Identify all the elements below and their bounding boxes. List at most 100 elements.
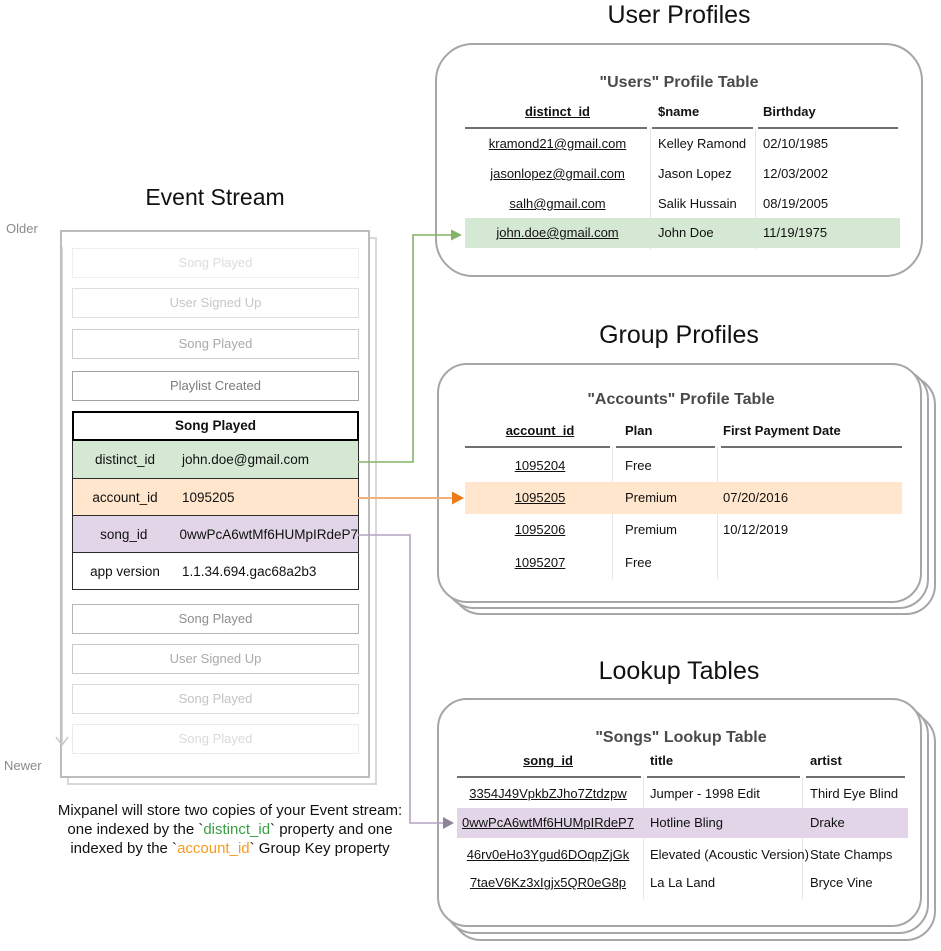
header-divider (465, 446, 610, 448)
column-header-song-id: song_id (523, 753, 573, 768)
caption-line3-pre: indexed by the ` (70, 840, 178, 857)
column-header-first-payment-date: First Payment Date (723, 423, 841, 438)
event-stream-container: Song Played User Signed Up Song Played P… (60, 230, 370, 778)
header-divider (652, 127, 753, 129)
property-key: app version (90, 563, 160, 579)
cell-artist: Third Eye Blind (810, 786, 899, 801)
property-key: distinct_id (94, 452, 156, 467)
column-header-birthday: Birthday (763, 104, 816, 119)
cell-plan: Free (625, 555, 652, 570)
accounts-table-title: "Accounts" Profile Table (587, 391, 775, 408)
cell-first-payment-date: 07/20/2016 (723, 490, 789, 505)
caption-line3-post: ` Group Key property (249, 840, 390, 857)
header-divider (647, 776, 800, 778)
cell-title: Hotline Bling (650, 815, 723, 830)
column-header-account-id: account_id (505, 423, 575, 438)
column-divider (643, 777, 644, 899)
cell-artist: State Champs (810, 847, 893, 862)
column-header-plan: Plan (625, 423, 653, 438)
header-divider (465, 127, 647, 129)
header-divider (721, 446, 902, 448)
cell-distinct-id: salh@gmail.com (509, 196, 606, 211)
table-row-highlighted: 1095205 Premium 07/20/2016 (465, 482, 902, 514)
lookup-tables-section-title: Lookup Tables (598, 657, 760, 685)
songs-table-title: "Songs" Lookup Table (595, 729, 767, 746)
table-row: jasonlopez@gmail.com Jason Lopez 12/03/2… (465, 159, 900, 189)
event-property-row-distinct-id: distinct_id john.doe@gmail.com (72, 441, 359, 479)
cell-title: La La Land (650, 875, 716, 890)
cell-song-id: 3354J49VpkbZJho7Ztdzpw (469, 786, 627, 801)
table-row: 1095207 Free (465, 547, 902, 579)
cell-name: John Doe (658, 225, 714, 240)
cell-plan: Free (625, 458, 652, 473)
caption-line1: Mixpanel will store two copies of your E… (57, 802, 403, 819)
table-row: 7taeV6Kz3xIgjx5QR0eG8p La La Land Bryce … (457, 868, 908, 898)
cell-plan: Premium (625, 490, 678, 505)
cell-distinct-id: john.doe@gmail.com (496, 225, 619, 240)
cell-song-id: 46rv0eHo3Ygud6DOqpZjGk (466, 847, 630, 862)
property-key: account_id (92, 489, 158, 505)
expanded-event-title: Song Played (72, 411, 359, 441)
cell-account-id: 1095204 (514, 458, 566, 473)
table-row: kramond21@gmail.com Kelley Ramond 02/10/… (465, 129, 900, 159)
cell-distinct-id: jasonlopez@gmail.com (490, 166, 625, 181)
event-box: Song Played (72, 684, 359, 714)
footer-caption: Mixpanel will store two copies of your E… (20, 801, 440, 858)
users-table-header: distinct_id $name Birthday (465, 101, 900, 123)
cell-plan: Premium (625, 522, 678, 537)
cell-song-id: 0wwPcA6wtMf6HUMpIRdeP7 (462, 815, 634, 830)
group-profiles-section-title: Group Profiles (599, 321, 759, 349)
caption-account-id-code: account_id (177, 840, 250, 857)
event-property-row-account-id: account_id 1095205 (72, 479, 359, 516)
event-stream-title: Event Stream (145, 184, 285, 210)
column-header-name: $name (658, 104, 700, 119)
table-row: 1095204 Free (465, 450, 902, 482)
cell-name: Kelley Ramond (658, 136, 747, 151)
cell-song-id: 7taeV6Kz3xIgjx5QR0eG8p (469, 875, 627, 890)
cell-birthday: 11/19/1975 (763, 225, 828, 240)
cell-account-id: 1095207 (514, 555, 566, 570)
event-box: User Signed Up (72, 288, 359, 318)
cell-title: Jumper - 1998 Edit (650, 786, 760, 801)
column-header-artist: artist (810, 753, 842, 768)
property-value: 1095205 (182, 489, 235, 505)
property-value: john.doe@gmail.com (182, 452, 310, 467)
table-row-highlighted: john.doe@gmail.com John Doe 11/19/1975 (465, 218, 900, 248)
cell-account-id: 1095206 (514, 522, 566, 537)
event-property-row-song-id: song_id 0wwPcA6wtMf6HUMpIRdeP7 (72, 516, 359, 553)
table-row-highlighted: 0wwPcA6wtMf6HUMpIRdeP7 Hotline Bling Dra… (457, 808, 908, 838)
column-divider (802, 777, 803, 899)
event-box: Playlist Created (72, 371, 359, 401)
event-box: User Signed Up (72, 644, 359, 674)
header-divider (457, 776, 641, 778)
table-row: 46rv0eHo3Ygud6DOqpZjGk Elevated (Acousti… (457, 840, 908, 870)
header-divider (806, 776, 905, 778)
table-row: salh@gmail.com Salik Hussain 08/19/2005 (465, 189, 900, 219)
event-box: Song Played (72, 329, 359, 359)
column-divider (650, 128, 651, 250)
accounts-table-header: account_id Plan First Payment Date (465, 420, 902, 442)
header-divider (616, 446, 715, 448)
column-divider (755, 128, 756, 250)
cell-birthday: 02/10/1985 (763, 136, 829, 151)
cell-distinct-id: kramond21@gmail.com (488, 136, 627, 151)
property-value: 1.1.34.694.gac68a2b3 (182, 563, 317, 579)
cell-artist: Bryce Vine (810, 875, 873, 890)
column-header-distinct-id: distinct_id (524, 104, 590, 119)
older-label: Older (6, 221, 38, 236)
songs-table-header: song_id title artist (457, 750, 908, 772)
table-row: 3354J49VpkbZJho7Ztdzpw Jumper - 1998 Edi… (457, 779, 908, 809)
cell-title: Elevated (Acoustic Version) (650, 847, 809, 862)
header-divider (758, 127, 898, 129)
newer-label: Newer (4, 758, 42, 773)
event-box: Song Played (72, 248, 359, 278)
event-box: Song Played (72, 604, 359, 634)
column-header-title: title (650, 753, 674, 768)
cell-name: Salik Hussain (658, 196, 737, 211)
caption-line2-pre: one indexed by the ` (67, 821, 204, 838)
event-box: Song Played (72, 724, 359, 754)
cell-name: Jason Lopez (658, 166, 732, 181)
users-table-title: "Users" Profile Table (599, 74, 759, 91)
cell-account-id: 1095205 (514, 490, 566, 505)
